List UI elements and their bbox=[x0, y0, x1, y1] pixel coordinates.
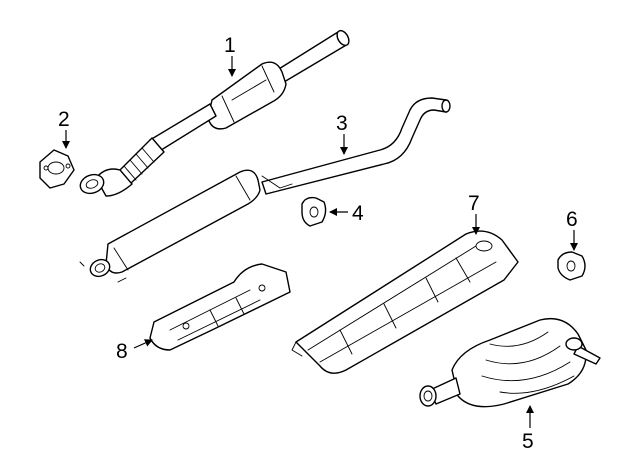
callout-2: 2 bbox=[58, 108, 70, 131]
part-2-gasket[interactable] bbox=[39, 149, 75, 189]
part-5-muffler[interactable] bbox=[419, 317, 601, 408]
part-4-hanger[interactable] bbox=[301, 196, 327, 227]
callout-6: 6 bbox=[566, 208, 578, 231]
part-8-heat-shield[interactable] bbox=[149, 263, 291, 351]
leader-8 bbox=[133, 339, 153, 349]
callout-8: 8 bbox=[116, 340, 128, 363]
callout-1: 1 bbox=[224, 34, 236, 57]
part-7-heat-shield[interactable] bbox=[291, 230, 519, 374]
callout-7: 7 bbox=[468, 192, 480, 215]
part-1-converter-pipe[interactable] bbox=[78, 29, 352, 197]
callout-5: 5 bbox=[522, 430, 534, 453]
callout-4: 4 bbox=[352, 202, 364, 225]
callout-3: 3 bbox=[336, 112, 348, 135]
part-3-intermediate-pipe[interactable] bbox=[79, 97, 451, 283]
part-6-hanger[interactable] bbox=[557, 251, 586, 281]
